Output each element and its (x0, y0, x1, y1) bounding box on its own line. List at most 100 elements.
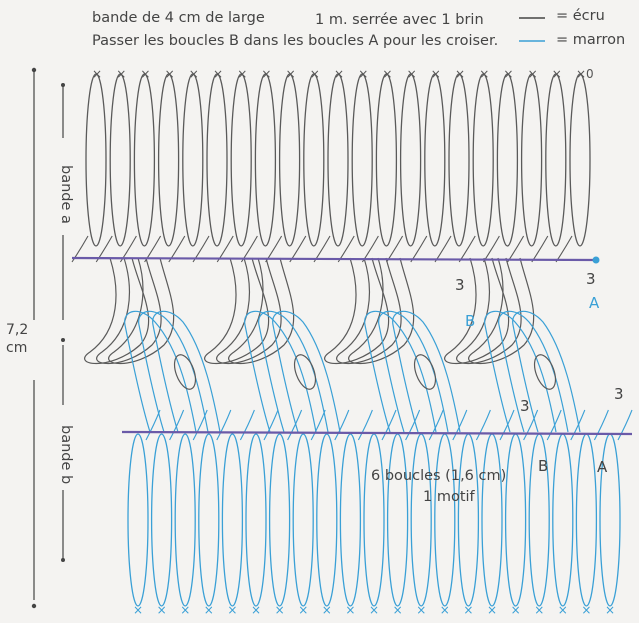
marron-loop-tail (192, 409, 208, 441)
ecru-loop (472, 73, 494, 247)
ecru-loop (496, 73, 519, 247)
top-stitch-mark: × (407, 67, 417, 81)
loop-label-B-bottom: B (538, 457, 549, 475)
ecru-loop (133, 73, 156, 247)
ecru-loop-tail (168, 235, 186, 263)
ecru-crossed-loop (96, 257, 162, 364)
marron-loop-tail (310, 409, 326, 441)
marron-loop (316, 433, 338, 607)
marron-crossed-loop (124, 310, 197, 433)
marron-loop (457, 433, 480, 607)
bottom-stitch-mark: × (511, 603, 521, 617)
top-stitch-mark: × (92, 67, 102, 81)
ecru-loop (109, 73, 131, 247)
ecru-loop (448, 73, 470, 247)
marron-crossed-loop (272, 310, 341, 433)
ecru-loop-tail (216, 235, 234, 263)
knot (293, 354, 317, 390)
loops-note: 6 boucles (1,6 cm) (371, 468, 507, 484)
ecru-loop-tail (434, 235, 452, 263)
top-stitch-mark: × (382, 67, 392, 81)
top-stitch-mark: × (552, 67, 562, 81)
marron-loop (198, 433, 220, 607)
bar-band-a (71, 256, 597, 262)
loop-label-B-top: B (465, 312, 476, 330)
bottom-stitch-mark: × (463, 603, 473, 617)
marron-crossed-loop (392, 310, 461, 433)
ecru-loop (85, 73, 107, 247)
marron-loop-tail (475, 409, 491, 441)
marron-loop (221, 433, 244, 607)
marron-loop-tail (381, 409, 397, 441)
top-stitch-mark: × (286, 67, 296, 81)
bottom-stitch-mark: × (133, 603, 143, 617)
marron-loop (127, 433, 149, 607)
bande-b-label: bande b (58, 425, 74, 485)
marron-loop-tail (405, 409, 421, 441)
bottom-stitch-mark: × (322, 603, 332, 617)
bar-end-dot (592, 256, 600, 264)
ecru-crossed-loop (216, 257, 282, 364)
bottom-stitch-mark: × (345, 603, 355, 617)
ecru-crossed-loop (228, 257, 295, 364)
bottom-stitch-mark: × (393, 603, 403, 617)
ecru-loop-tail (410, 235, 428, 263)
top-stitch-mark: × (261, 67, 271, 81)
bar-band-b (121, 430, 633, 436)
top-stitch-marks: ×××××××××××××××××××××0 (92, 67, 594, 81)
top-stitch-mark: × (358, 67, 368, 81)
top-stitch-mark: × (237, 67, 247, 81)
marron-crossed-loop (152, 310, 221, 433)
bande-a-label: bande a (58, 165, 74, 224)
ecru-crossed-loop (84, 257, 150, 364)
count-3-band-a-left: 3 (455, 276, 465, 294)
knot (173, 354, 197, 390)
top-stitch-mark: × (140, 67, 150, 81)
marron-loop-tail (357, 409, 373, 441)
marron-loop-tail (452, 409, 468, 441)
top-stitch-mark: × (310, 67, 320, 81)
top-stitch-mark: × (503, 67, 513, 81)
ecru-loop (278, 73, 301, 247)
ecru-crossed-loop (444, 257, 510, 364)
ecru-loop (327, 73, 349, 247)
marron-crossed-loop (364, 310, 437, 433)
marron-crossed-loop (378, 310, 449, 433)
marron-loop (150, 433, 173, 607)
knot (533, 354, 557, 390)
total-height-unit: cm (6, 340, 28, 356)
ecru-loop (375, 73, 398, 247)
ecru-crossed-loop (324, 257, 390, 364)
count-3-band-b-left: 3 (520, 397, 530, 415)
ecru-loops-band-a (71, 73, 591, 263)
top-stitch-mark: × (479, 67, 489, 81)
bottom-stitch-mark: × (251, 603, 261, 617)
marron-loop (245, 433, 267, 607)
marron-loop (434, 433, 456, 607)
marron-crossed-loop (484, 310, 557, 433)
marron-crossed-loop (244, 310, 317, 433)
bottom-stitch-mark: × (157, 603, 167, 617)
ecru-crossed-loop (456, 257, 522, 364)
ecru-loop-tail (71, 235, 89, 263)
motif-note: 1 motif (423, 489, 475, 505)
bottom-stitch-mark: × (487, 603, 497, 617)
marron-loop (552, 433, 574, 607)
ecru-crossed-loop (468, 257, 535, 364)
bottom-stitch-mark: × (416, 603, 426, 617)
top-stitch-mark: × (189, 67, 199, 81)
bottom-stitch-mark: × (369, 603, 379, 617)
ecru-loop (230, 73, 252, 247)
ecru-loop-tail (95, 235, 113, 263)
top-stitch-mark: × (334, 67, 344, 81)
ecru-loop (157, 73, 180, 247)
marron-loop-tail (523, 409, 539, 441)
marron-loop (504, 433, 527, 607)
count-3-band-b-right: 3 (614, 385, 624, 403)
marron-loop (410, 433, 432, 607)
bottom-stitch-mark: × (605, 603, 615, 617)
top-stitch-mark: × (431, 67, 441, 81)
marron-loop-tail (169, 409, 185, 441)
marron-loop-tail (499, 409, 515, 441)
marron-loop-tail (239, 409, 255, 441)
